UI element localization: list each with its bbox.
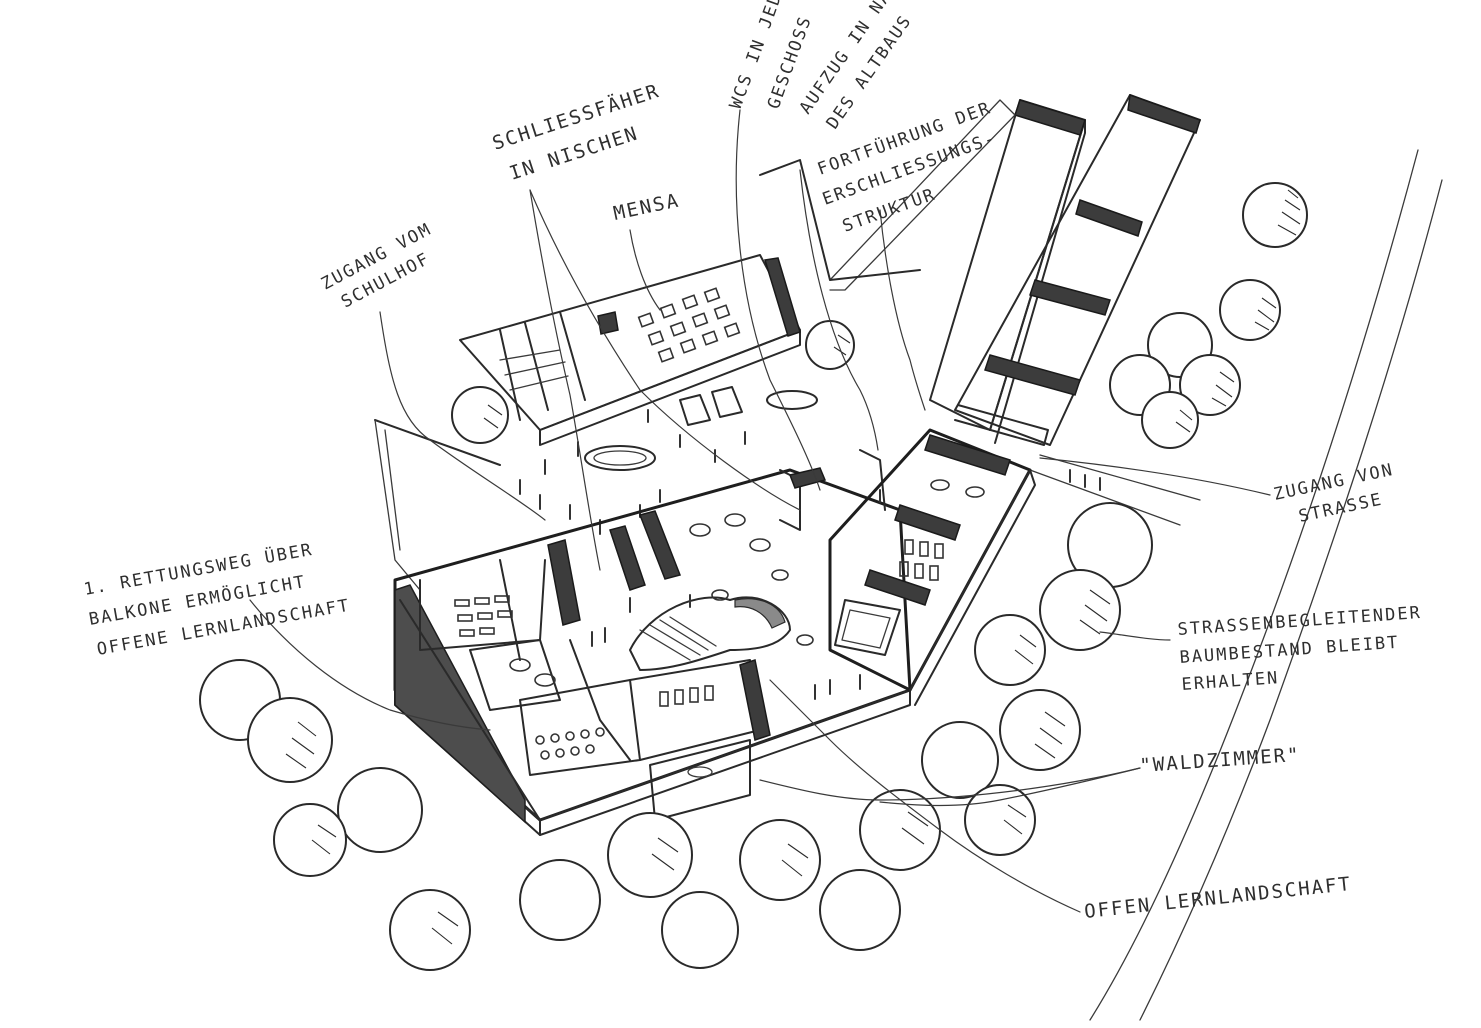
leader-lines xyxy=(249,109,1271,913)
annotations: MENSA SCHLIESSFÄHER IN NISCHEN WCS IN JE… xyxy=(82,0,1422,923)
label-baumbestand-3: ERHALTEN xyxy=(1181,668,1280,695)
mensa-wing xyxy=(459,254,801,446)
right-wing xyxy=(828,428,1036,706)
existing-wing xyxy=(759,93,1201,446)
street-lines xyxy=(1029,149,1443,1021)
main-building xyxy=(393,449,912,836)
label-mensa: MENSA xyxy=(611,189,681,224)
courtyard xyxy=(374,386,818,591)
mensa-tables xyxy=(637,287,741,363)
label-offene-lernlandschaft: OFFEN LERNLANDSCHAFT xyxy=(1083,873,1353,923)
building-people xyxy=(591,469,1101,700)
label-baumbestand-2: BAUMBESTAND BLEIBT xyxy=(1179,633,1400,668)
trees xyxy=(199,182,1308,971)
label-waldzimmer: "WALDZIMMER" xyxy=(1139,744,1301,777)
classroom-furniture xyxy=(454,479,985,760)
